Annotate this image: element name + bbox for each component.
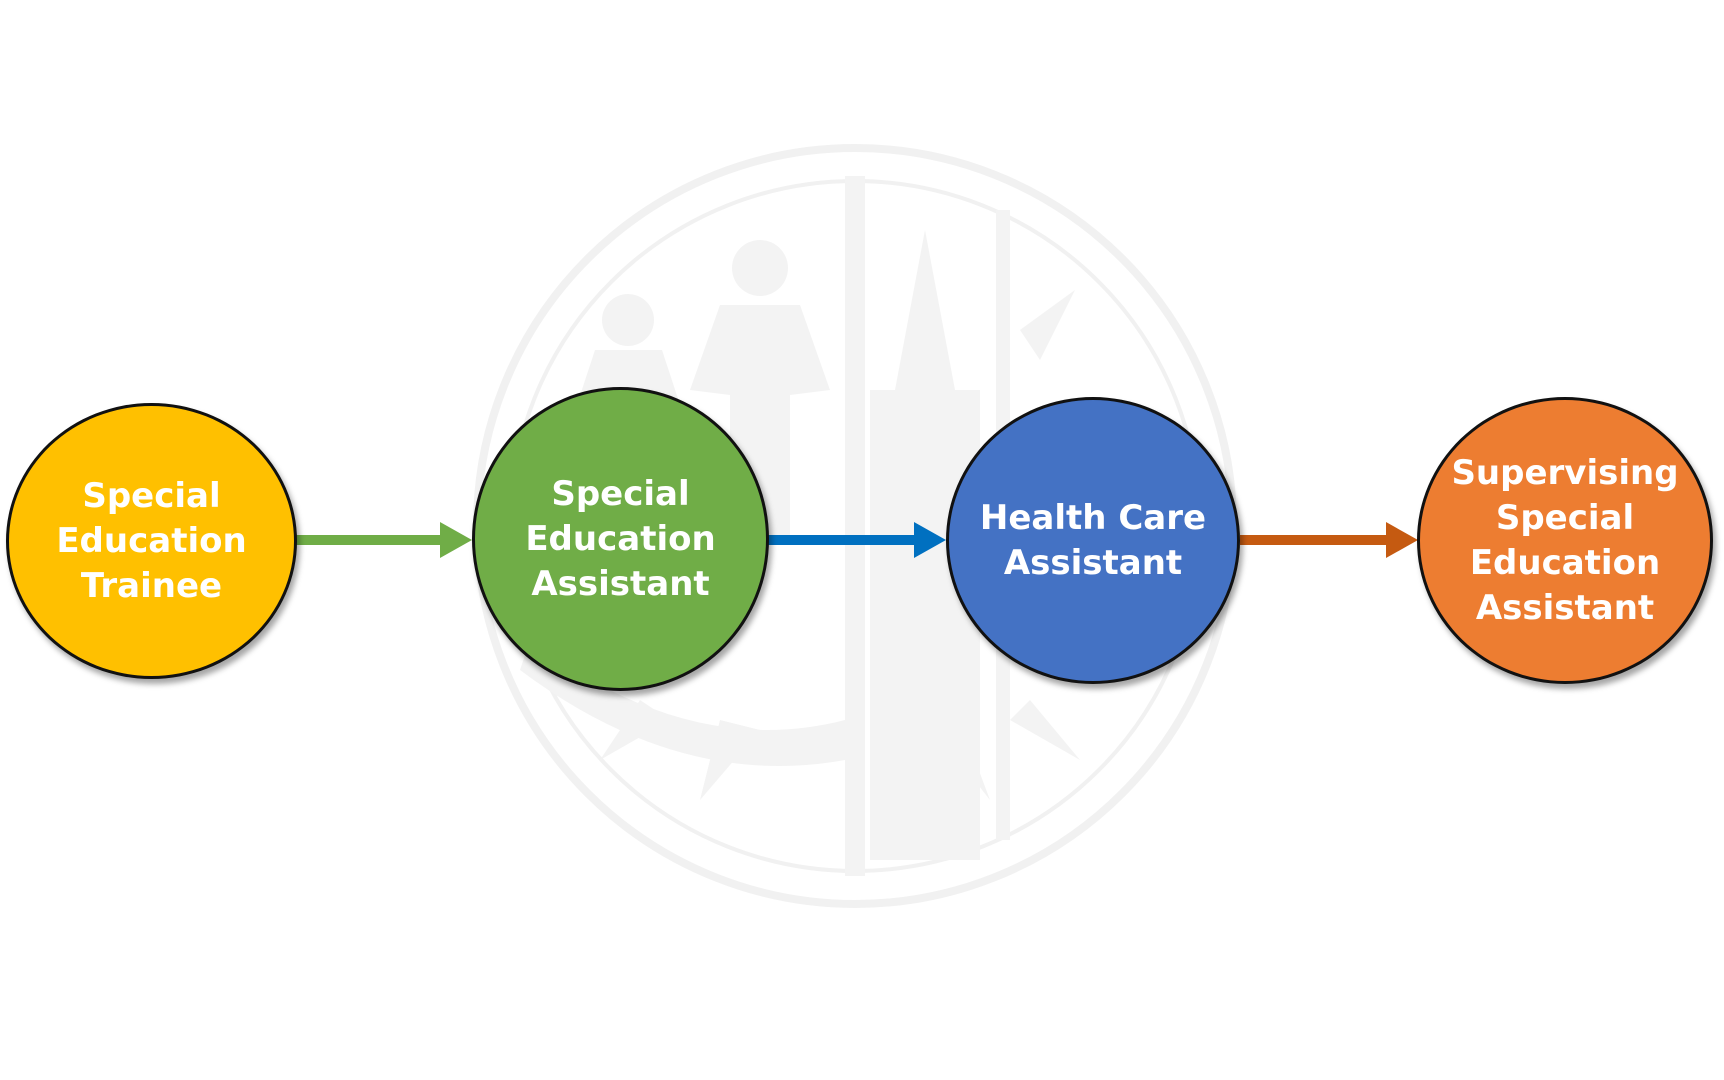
node-label: Health Care Assistant (979, 497, 1207, 583)
node-health-care-assistant: Health Care Assistant (946, 397, 1240, 684)
node-label: Supervising Special Education Assistant (1451, 452, 1679, 628)
edge-trainee-to-assistant (290, 522, 472, 558)
node-label: Special Education Assistant (525, 473, 716, 604)
edge-assistant-to-health-care (768, 522, 946, 558)
node-special-education-assistant: Special Education Assistant (472, 387, 769, 691)
node-supervising-special-education-assistant: Supervising Special Education Assistant (1417, 397, 1713, 684)
edge-health-care-to-supervising (1240, 522, 1418, 558)
node-special-education-trainee: Special Education Trainee (6, 403, 297, 679)
node-label: Special Education Trainee (56, 475, 247, 606)
